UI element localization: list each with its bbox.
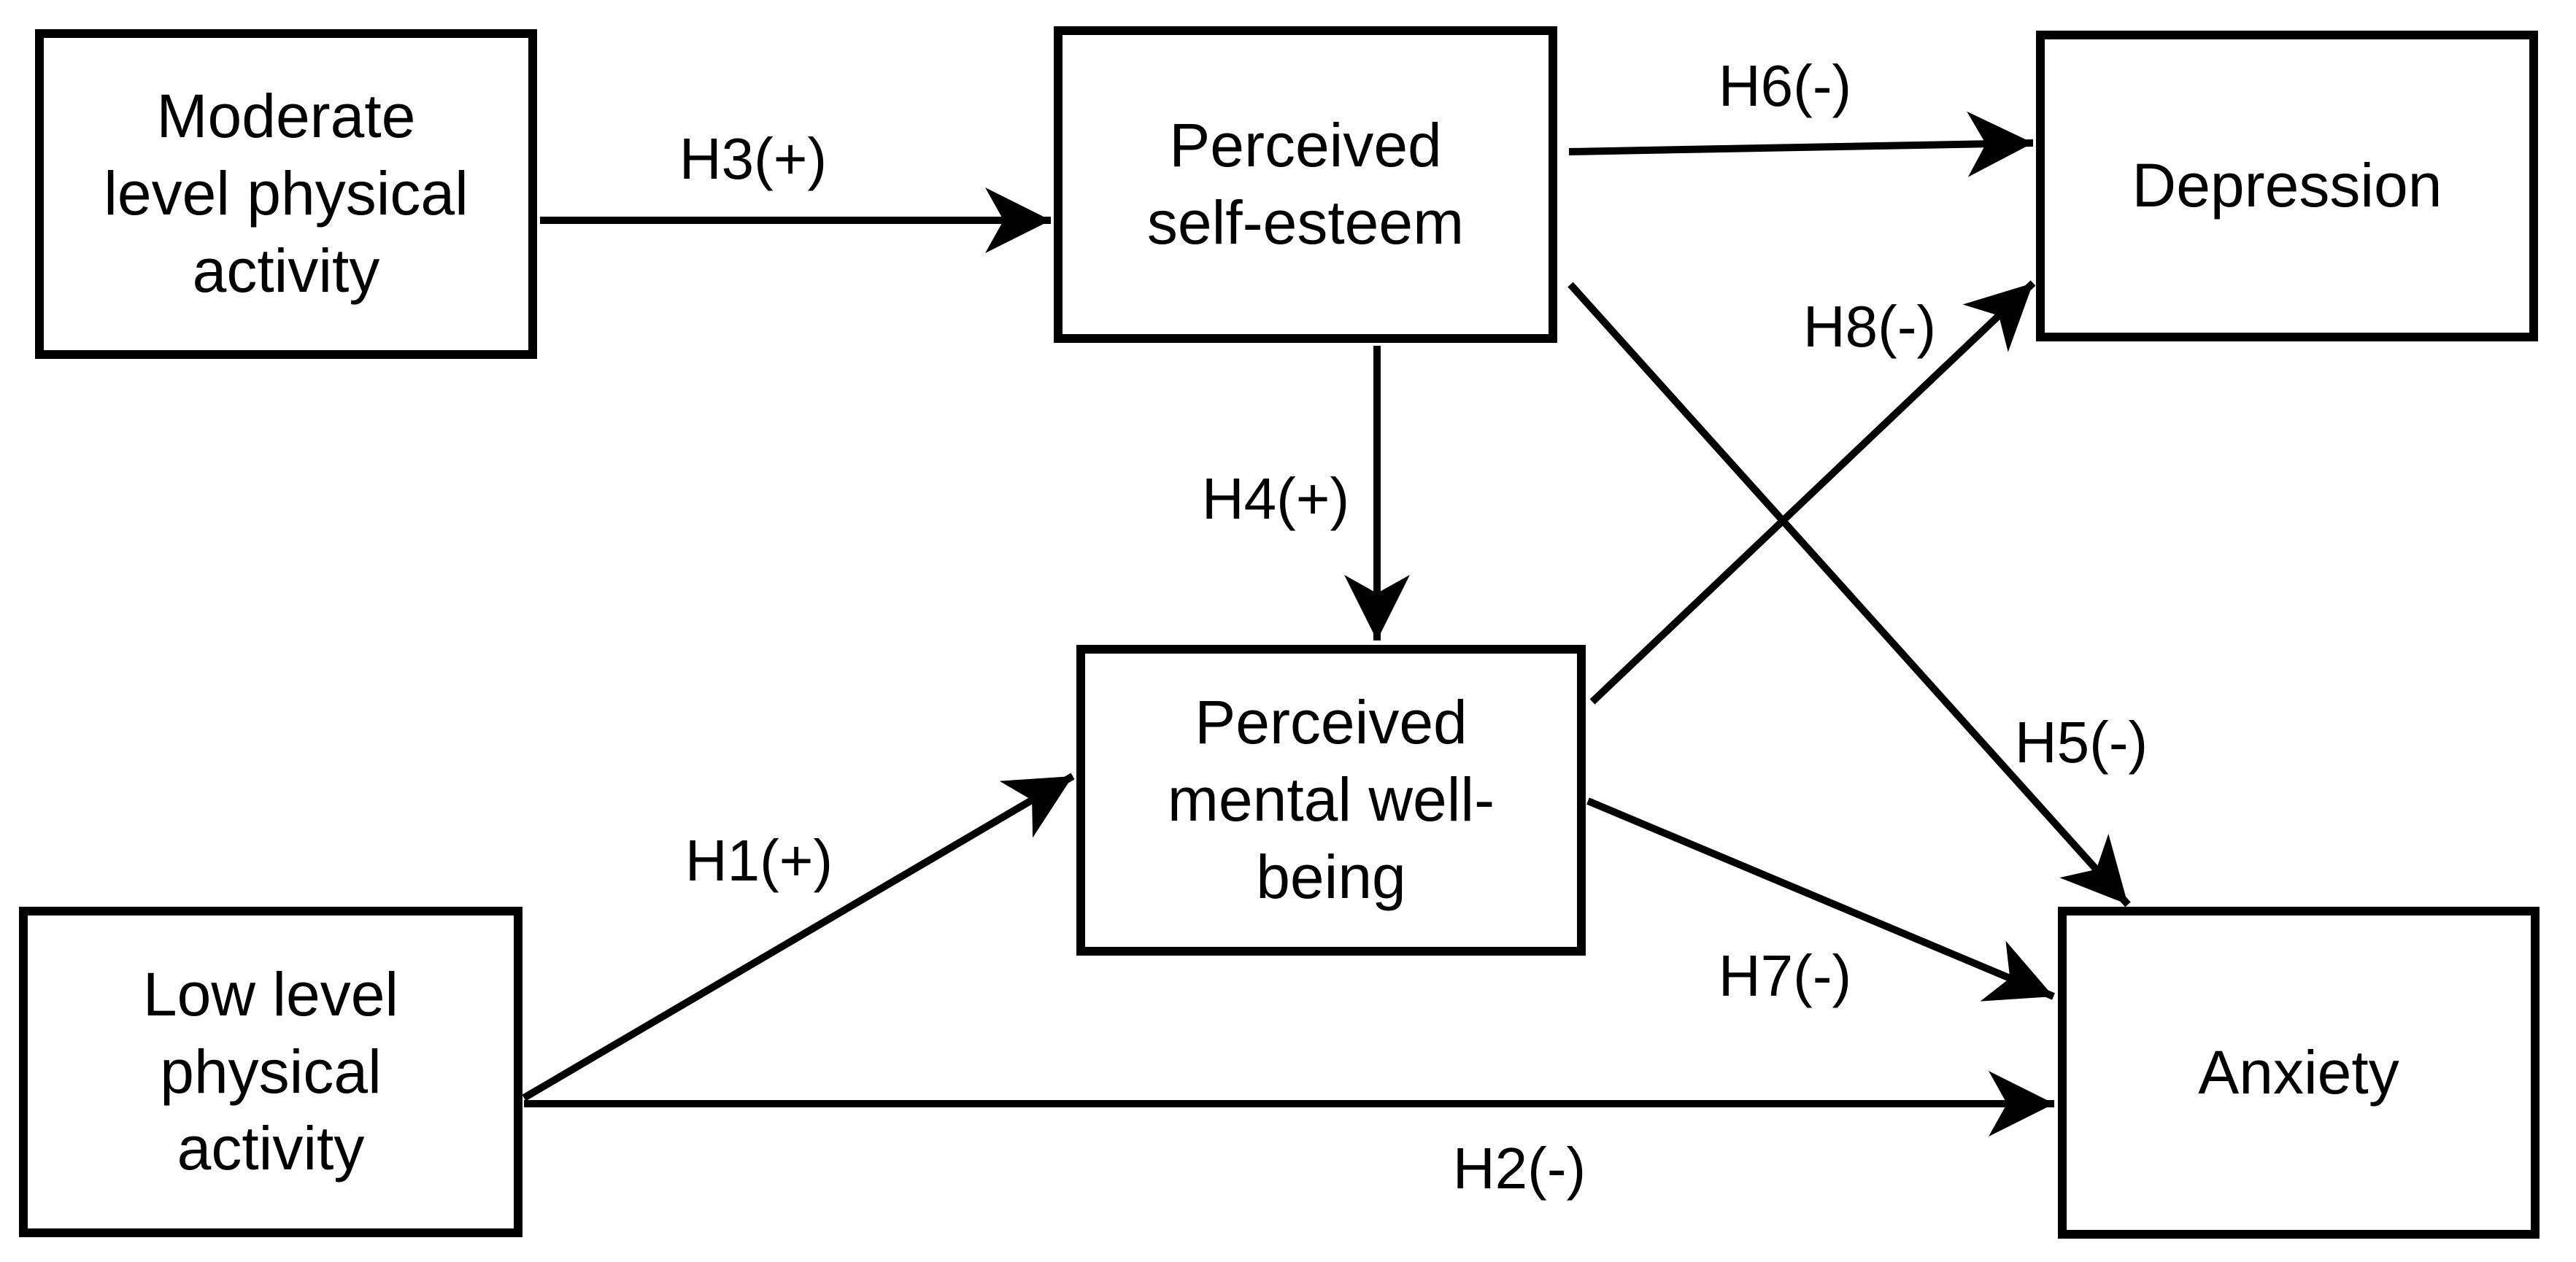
- edge-label-h1: H1(+): [685, 828, 833, 893]
- node-label-perceived-mental-wellbeing: Perceived mental well- being: [1167, 688, 1495, 911]
- edge-label-h6: H6(-): [1718, 53, 1852, 118]
- node-moderate-physical-activity: Moderate level physical activity: [35, 29, 537, 359]
- node-label-low-physical-activity: Low level physical activity: [142, 959, 399, 1183]
- edge-label-h5: H5(-): [2014, 710, 2148, 775]
- edge-label-h3: H3(+): [679, 126, 828, 191]
- node-perceived-mental-wellbeing: Perceived mental well- being: [1076, 645, 1586, 956]
- node-depression: Depression: [2036, 31, 2538, 341]
- node-low-physical-activity: Low level physical activity: [19, 907, 522, 1237]
- node-label-moderate-physical-activity: Moderate level physical activity: [104, 82, 468, 305]
- arrow-h6: [1568, 111, 2034, 177]
- arrow-h5: [1567, 282, 2131, 907]
- node-label-depression: Depression: [2132, 151, 2442, 220]
- node-anxiety: Anxiety: [2058, 907, 2540, 1239]
- node-perceived-self-esteem: Perceived self-esteem: [1054, 26, 1557, 343]
- arrow-h1: [522, 773, 1075, 1102]
- arrow-h7: [1586, 797, 2055, 1002]
- edge-label-h2: H2(-): [1452, 1136, 1586, 1201]
- edge-label-h7: H7(-): [1718, 943, 1852, 1008]
- node-label-perceived-self-esteem: Perceived self-esteem: [1146, 111, 1465, 257]
- node-label-anxiety: Anxiety: [2198, 1037, 2399, 1107]
- arrow-h8: [1589, 280, 2036, 705]
- edge-label-h4: H4(+): [1201, 466, 1350, 531]
- edge-label-h8: H8(-): [1802, 294, 1937, 359]
